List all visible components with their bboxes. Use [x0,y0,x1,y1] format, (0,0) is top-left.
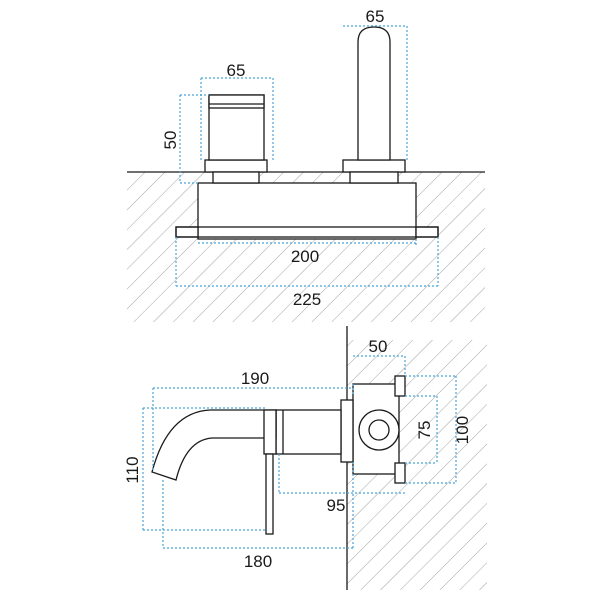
plate-width-label: 225 [293,290,321,309]
embedded-body-top [197,182,417,240]
handle-height-label: 50 [161,131,180,150]
mount-ear-top [394,375,406,397]
cartridge-inner [368,419,390,441]
spout-width-label: 65 [366,7,385,26]
spout-pipe [151,409,277,481]
handle-base [204,159,268,173]
handle-width-label: 65 [227,61,246,80]
body-width-label: 200 [291,247,319,266]
cover-plate-top [175,226,439,238]
body-offset-label: 95 [327,496,346,515]
mounting-plate-right [415,226,439,238]
total-length-label: 180 [244,552,272,571]
body-height-label: 75 [415,421,434,440]
plate-height-label: 100 [453,416,472,444]
mount-ear-bottom [394,462,406,484]
spout-neck [349,171,399,184]
top-view-dimensions [175,25,439,287]
handle-stem [212,171,260,184]
mounting-plate-left [175,226,199,238]
top-view: 65 65 50 200 225 [127,7,485,322]
lever-collar [263,409,277,455]
spout-body [357,26,391,161]
spout-base [342,159,406,173]
cover-rosette [340,399,354,463]
side-view-dimensions [142,355,457,549]
lever-handle [265,453,274,535]
wall-depth-label: 50 [369,337,388,356]
spout-height-label: 110 [123,456,142,483]
spout-connector [275,409,342,455]
spout-reach-label: 190 [241,369,269,388]
side-view: 50 190 110 180 95 75 100 [123,326,487,590]
handle-cap [208,94,265,109]
